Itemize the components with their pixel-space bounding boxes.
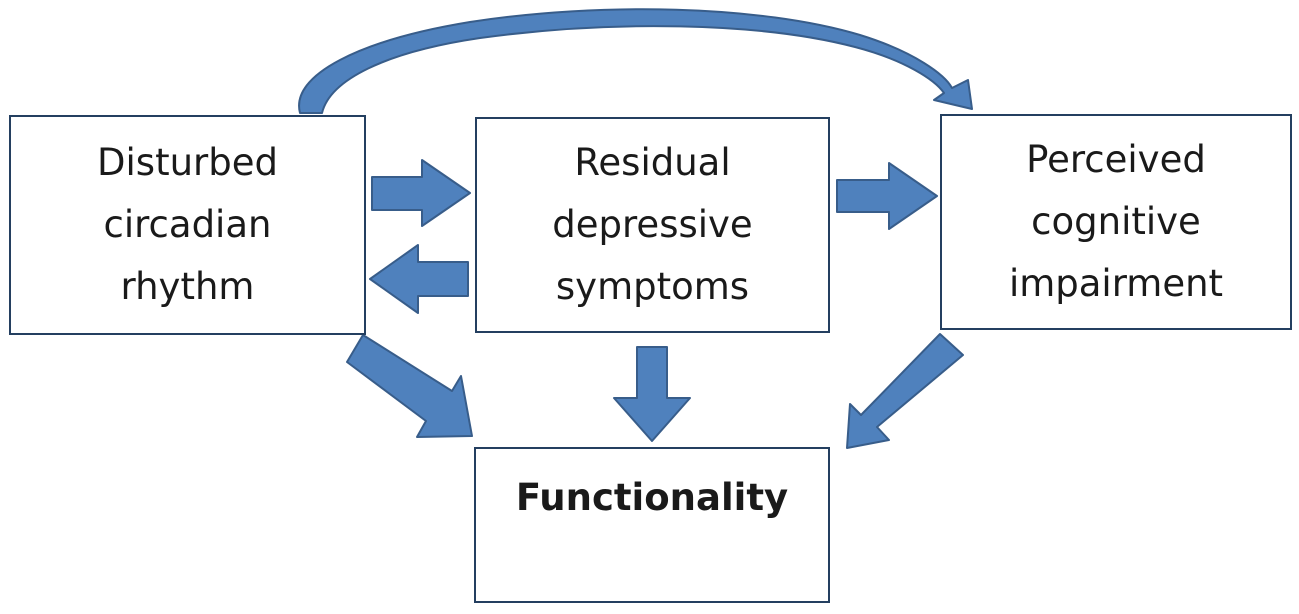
node-label-line: cognitive — [1031, 200, 1201, 243]
node-label-line: depressive — [552, 203, 753, 246]
arrow-disturbed-to-residual — [371, 159, 471, 227]
node-perceived-cognitive-impairment: Perceived cognitive impairment — [940, 114, 1292, 330]
node-label-line: symptoms — [555, 265, 750, 308]
node-label-line: circadian — [103, 203, 272, 246]
node-label-line: impairment — [1008, 262, 1224, 305]
node-label-line: Residual — [574, 141, 731, 184]
node-disturbed-circadian-rhythm: Disturbed circadian rhythm — [9, 115, 366, 335]
arrow-disturbed-to-functionality — [346, 334, 473, 438]
node-label-line: Functionality — [515, 476, 789, 519]
arrow-perceived-to-functionality — [846, 333, 964, 449]
node-functionality: Functionality — [474, 447, 830, 603]
node-residual-depressive-symptoms: Residual depressive symptoms — [475, 117, 830, 333]
node-label-line: rhythm — [120, 265, 255, 308]
arrow-residual-to-disturbed — [369, 244, 469, 314]
node-label-line: Perceived — [1026, 138, 1206, 181]
curved-arrow-disturbed-to-perceived — [298, 8, 973, 114]
node-label-line: Disturbed — [97, 141, 278, 184]
arrow-residual-to-functionality — [613, 346, 691, 442]
arrow-residual-to-perceived — [836, 162, 938, 230]
